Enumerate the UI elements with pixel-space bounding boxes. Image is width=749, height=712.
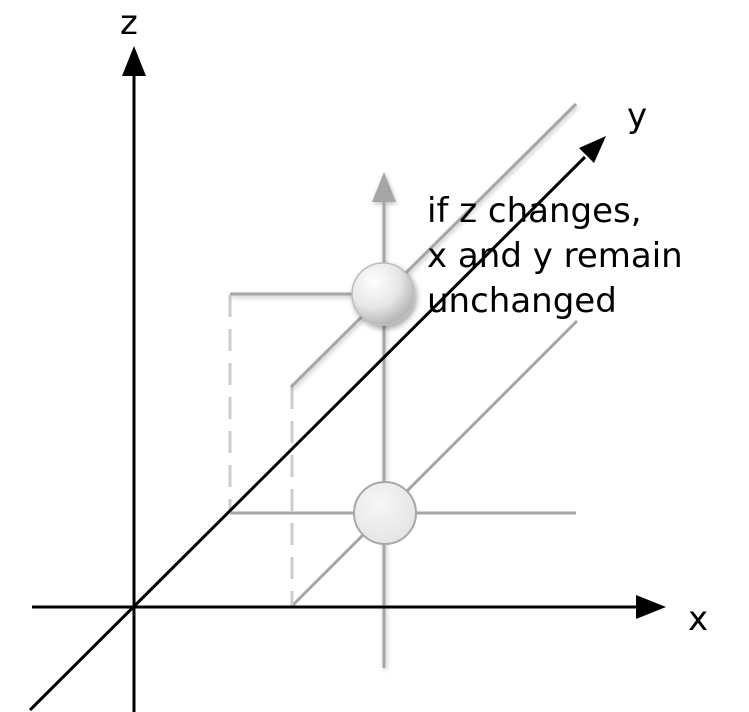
axes (28, 46, 666, 712)
lower-point (353, 481, 417, 545)
lower-point-guides (228, 295, 579, 608)
y-axis-line (28, 155, 587, 712)
y-axis-arrowhead (579, 136, 606, 163)
annotation-line-1: if z changes, (427, 191, 642, 231)
x-axis-arrowhead (636, 595, 666, 619)
z-change-arrow (372, 172, 396, 668)
z-change-arrowhead (372, 172, 396, 202)
x-axis-label: x (688, 599, 708, 639)
annotation: if z changes, x and y remain unchanged (427, 191, 683, 321)
upper-point (351, 262, 415, 326)
y-axis-label: y (627, 96, 647, 136)
z-axis-arrowhead (122, 46, 146, 76)
annotation-line-3: unchanged (427, 281, 617, 321)
lower-y-guide (290, 319, 579, 608)
upper-y-guide (289, 102, 578, 389)
annotation-line-2: x and y remain (427, 236, 683, 276)
z-axis-label: z (120, 3, 138, 43)
